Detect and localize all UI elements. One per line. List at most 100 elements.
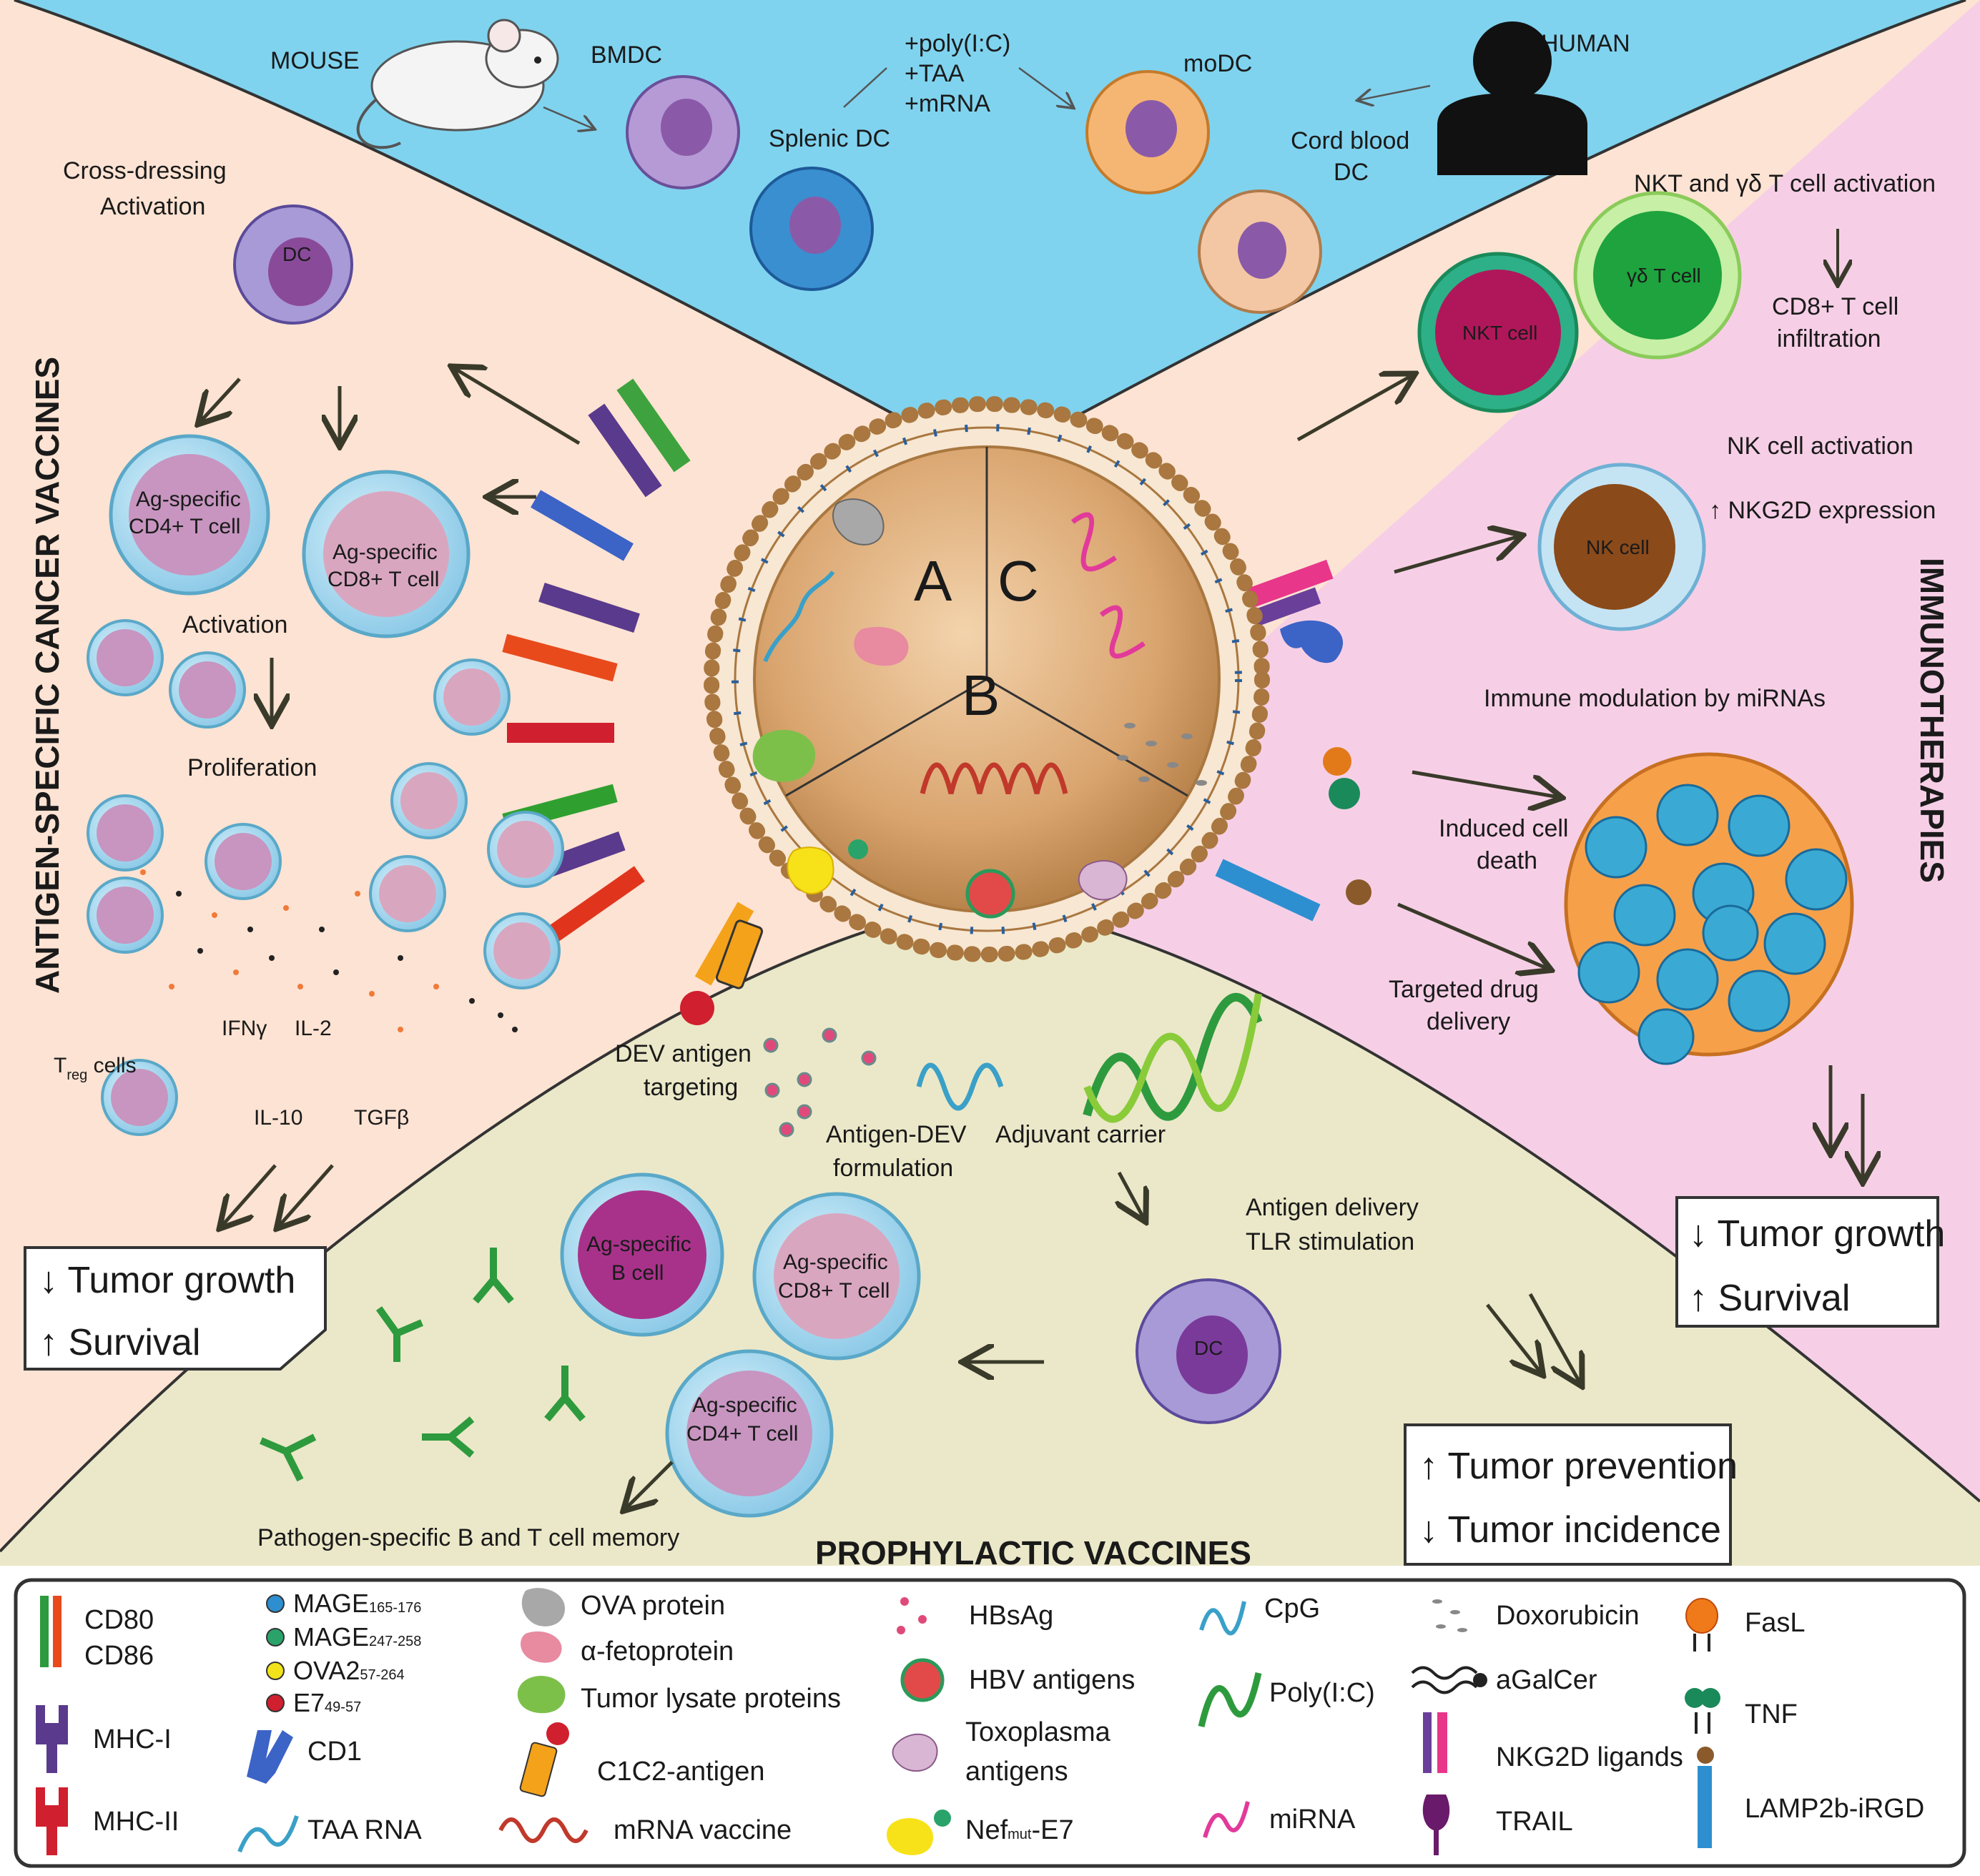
left-out2-text: Survival (68, 1322, 200, 1363)
hbv-antigen-cargo (965, 869, 1015, 919)
mage1-sub: 165-176 (369, 1600, 421, 1616)
legend-hbv: HBV antigens (969, 1665, 1135, 1695)
left-outcome-2: ↑ Survival (39, 1322, 200, 1363)
tgfb-label: TGFβ (354, 1106, 409, 1130)
legend-tnf: TNF (1745, 1699, 1798, 1729)
tnf-stem-icon (1695, 1712, 1710, 1734)
legend-ova2: OVA257-264 (293, 1656, 405, 1685)
polyic-helix-2 (1083, 993, 1262, 1123)
nef-sub: mut (1008, 1827, 1032, 1842)
e7-icon (266, 1694, 285, 1712)
legend-toxo-1: Toxoplasma (965, 1717, 1111, 1747)
right-outcome-1: ↓ Tumor growth (1689, 1213, 1945, 1255)
mage2-text: MAGE (293, 1622, 369, 1652)
il10-label: IL-10 (254, 1106, 302, 1130)
cd4-label-left-1: Ag-specific (136, 488, 241, 511)
polyic-helix (1083, 993, 1263, 1121)
antibodies (260, 1248, 586, 1482)
activation-label-1: Activation (100, 193, 205, 220)
lysate-icon (517, 1676, 566, 1714)
right-out1-text: Tumor growth (1718, 1213, 1946, 1255)
nef-e7-head (848, 839, 868, 859)
adjuvant-carrier-label: Adjuvant carrier (995, 1121, 1166, 1148)
nk-activation-label: NK cell activation (1727, 433, 1913, 460)
mrna-icon (498, 1817, 588, 1843)
dev-targeting-2: targeting (644, 1074, 738, 1101)
cd8-label-left-1: Ag-specific (333, 540, 438, 564)
legend-cd80: CD80 (84, 1605, 154, 1635)
e7-text: E7 (293, 1688, 325, 1717)
nef-tail: -E7 (1031, 1815, 1073, 1845)
taa-rna-cargo (763, 571, 835, 663)
tlr-label: TLR stimulation (1246, 1228, 1414, 1255)
cd4-cell-bottom: Ag-specific CD4+ T cell (665, 1349, 834, 1518)
nkg2dl-icon-1 (1423, 1712, 1432, 1773)
treg-sub: reg (67, 1067, 87, 1083)
cord-blood-label-2: DC (1334, 159, 1369, 186)
legend-mrna: mRNA vaccine (614, 1815, 792, 1845)
cd80-icon (40, 1596, 49, 1667)
nkg2d-text: NKG2D expression (1728, 497, 1936, 524)
tumor-mass (1564, 752, 1854, 1065)
cd8-cell-left: Ag-specific CD8+ T cell (302, 470, 471, 638)
mrna-cargo (920, 762, 1068, 794)
legend-nkg2dl: NKG2D ligands (1496, 1742, 1683, 1772)
nk-label: NK cell (1586, 536, 1650, 558)
right-side-title: IMMUNOTHERAPIES (1913, 558, 1951, 883)
legend-afp: α-fetoprotein (581, 1636, 734, 1667)
treat-polyic: +poly(I:C) (905, 30, 1010, 57)
agalcer-icon (1411, 1666, 1478, 1694)
ag-dev-formulation-2: formulation (833, 1155, 953, 1182)
lamp-head-icon (1697, 1747, 1714, 1764)
gd-t-cell: γδ T cell (1573, 191, 1742, 360)
proliferating-cells (87, 619, 564, 1136)
c1c2-antigen-bottom (715, 919, 764, 989)
bottom-region: PROPHYLACTIC VACCINES DEV antigen target… (257, 919, 1738, 1571)
legend-fasl: FasL (1745, 1608, 1805, 1638)
left-outcome-box (24, 1246, 327, 1371)
treat-taa: +TAA (905, 60, 965, 87)
cd8-label-bottom-2: CD8+ T cell (778, 1279, 890, 1303)
right-out2-text: Survival (1718, 1278, 1850, 1319)
cpg-helix (916, 1062, 1004, 1111)
b-cell-label-1: Ag-specific (586, 1233, 691, 1256)
bmdc-cell (626, 75, 740, 189)
sector-b-label: B (962, 663, 1000, 727)
sector-a-label: A (914, 549, 952, 613)
cd4-cell-left: Ag-specific CD4+ T cell (109, 434, 270, 596)
surface-receptors (502, 378, 1371, 1025)
nkt-cell: NKT cell (1417, 252, 1579, 413)
right-region: IMMUNOTHERAPIES NKT and γδ T cell activa… (1296, 170, 1951, 1328)
treg-cells: cells (87, 1054, 136, 1077)
ova2-sub: 57-264 (360, 1667, 404, 1683)
cd8-label-bottom-1: Ag-specific (783, 1250, 888, 1274)
right-down-arrow: ↓ (1689, 1213, 1718, 1255)
antigen-delivery-label: Antigen delivery (1246, 1194, 1419, 1221)
treg-label: Treg cells (54, 1054, 137, 1083)
agalcer-head-icon (1473, 1673, 1487, 1687)
legend-c1c2: C1C2-antigen (597, 1757, 764, 1787)
cytokine-dots (140, 869, 518, 1032)
mhc2-icon (36, 1787, 68, 1855)
cord-blood-label-1: Cord blood (1291, 127, 1409, 154)
cd8-infiltration-2: infiltration (1777, 325, 1881, 352)
memory-label: Pathogen-specific B and T cell memory (257, 1524, 679, 1551)
cd8-cell-bottom: Ag-specific CD8+ T cell (752, 1192, 921, 1361)
legend-mirna: miRNA (1269, 1805, 1356, 1835)
legend-mhc1: MHC-I (93, 1724, 172, 1754)
fasl-icon (1685, 1598, 1718, 1634)
dev-targeting-1: DEV antigen (615, 1040, 752, 1067)
ova2-icon (266, 1662, 285, 1680)
legend-cpg: CpG (1264, 1594, 1320, 1624)
activation-label-2: Activation (182, 611, 287, 638)
nk-cell: NK cell (1537, 463, 1706, 631)
nef-text: Nef (965, 1815, 1008, 1845)
cd4-label-left-2: CD4+ T cell (129, 515, 240, 538)
doxorubicin-cargo (1117, 723, 1207, 786)
mirna-modulation-label: Immune modulation by miRNAs (1484, 685, 1826, 712)
left-out1-text: Tumor growth (68, 1260, 296, 1301)
nkg2d-up-arrow: ↑ (1709, 497, 1728, 524)
nkg2d-label: ↑ NKG2D expression (1709, 497, 1936, 524)
cord-blood-dc-cell (1198, 189, 1322, 314)
